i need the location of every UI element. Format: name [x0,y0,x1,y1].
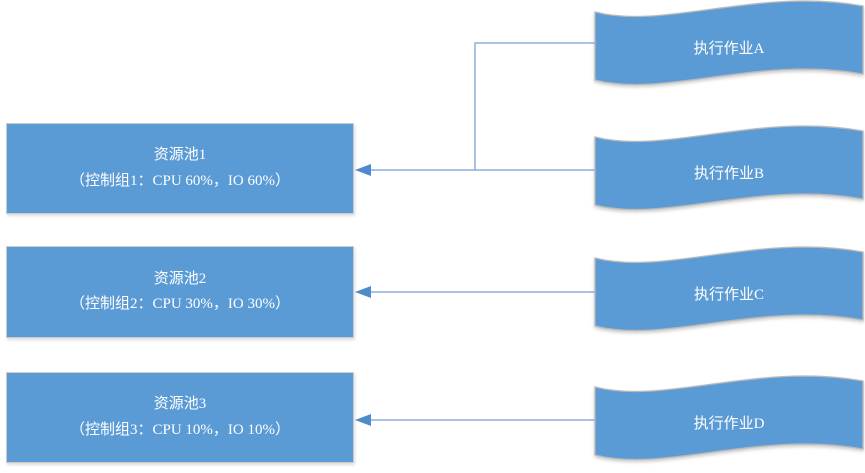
wave-shape [594,246,864,332]
wave-shape [594,375,864,461]
resource-pool-3-box: 资源池3 （控制组3：CPU 10%，IO 10%） [6,372,354,463]
job-label: 执行作业D [693,415,765,432]
pool-detail: （控制组2：CPU 30%，IO 30%） [70,296,290,312]
pool-title: 资源池2 [153,270,207,287]
wave-shape [594,125,864,211]
pool-detail: （控制组1：CPU 60%，IO 60%） [70,172,290,189]
resource-pool-1-box: 资源池1 （控制组1：CPU 60%，IO 60%） [6,123,354,214]
arrowhead-pool1-icon [355,164,371,176]
job-b-wave: 执行作业B [593,122,865,222]
job-label: 执行作业A [693,40,765,57]
job-d-wave: 执行作业D [593,372,865,472]
pool-title: 资源池1 [153,147,207,163]
pool-title: 资源池3 [153,396,207,412]
pool-detail: （控制组3：CPU 10%，IO 10%） [70,421,290,438]
connector-job-a-line [474,42,595,170]
job-a-wave: 执行作业A [593,0,865,97]
wave-shape [594,0,864,86]
job-c-wave: 执行作业C [593,243,865,343]
job-label: 执行作业B [693,165,764,182]
resource-pool-2-box: 资源池2 （控制组2：CPU 30%，IO 30%） [6,246,354,338]
arrowhead-pool2-icon [355,286,371,298]
job-label: 执行作业C [693,286,764,303]
arrowhead-pool3-icon [355,414,371,426]
